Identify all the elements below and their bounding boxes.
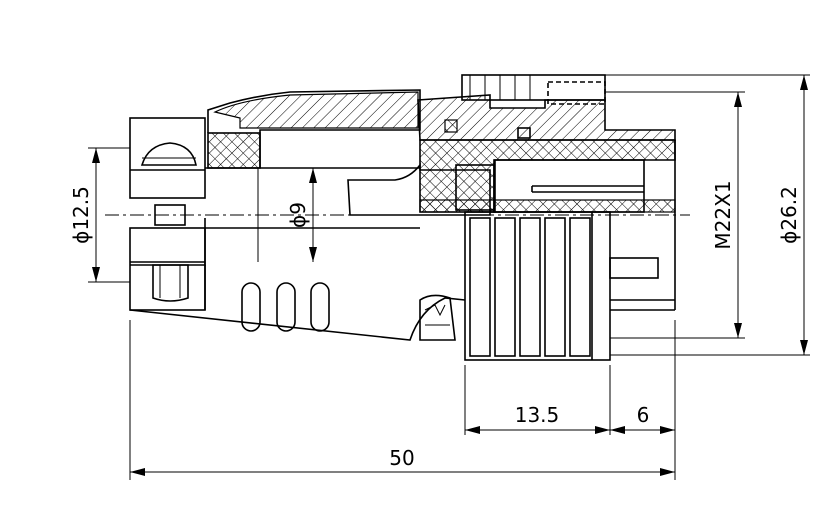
thread-label: M22X1 <box>711 180 735 249</box>
grip-slots <box>241 282 330 332</box>
cable-dia-label: ϕ12.5 <box>69 186 93 244</box>
overall-length-label: 50 <box>389 446 414 470</box>
insulator <box>419 139 676 213</box>
dimension-lines <box>88 74 810 480</box>
cable-clamp <box>129 117 206 311</box>
rear-housing <box>129 89 466 341</box>
ring-length-label: 13.5 <box>515 403 560 427</box>
outer-dia-label: ϕ26.2 <box>777 186 801 244</box>
spring-detail <box>419 294 456 341</box>
thread-length-label: 6 <box>637 403 650 427</box>
coupling-nut <box>417 74 676 141</box>
bore-dia-label: ϕ9 <box>286 202 310 228</box>
threaded-rings <box>464 140 676 361</box>
rear-seal <box>207 132 261 169</box>
